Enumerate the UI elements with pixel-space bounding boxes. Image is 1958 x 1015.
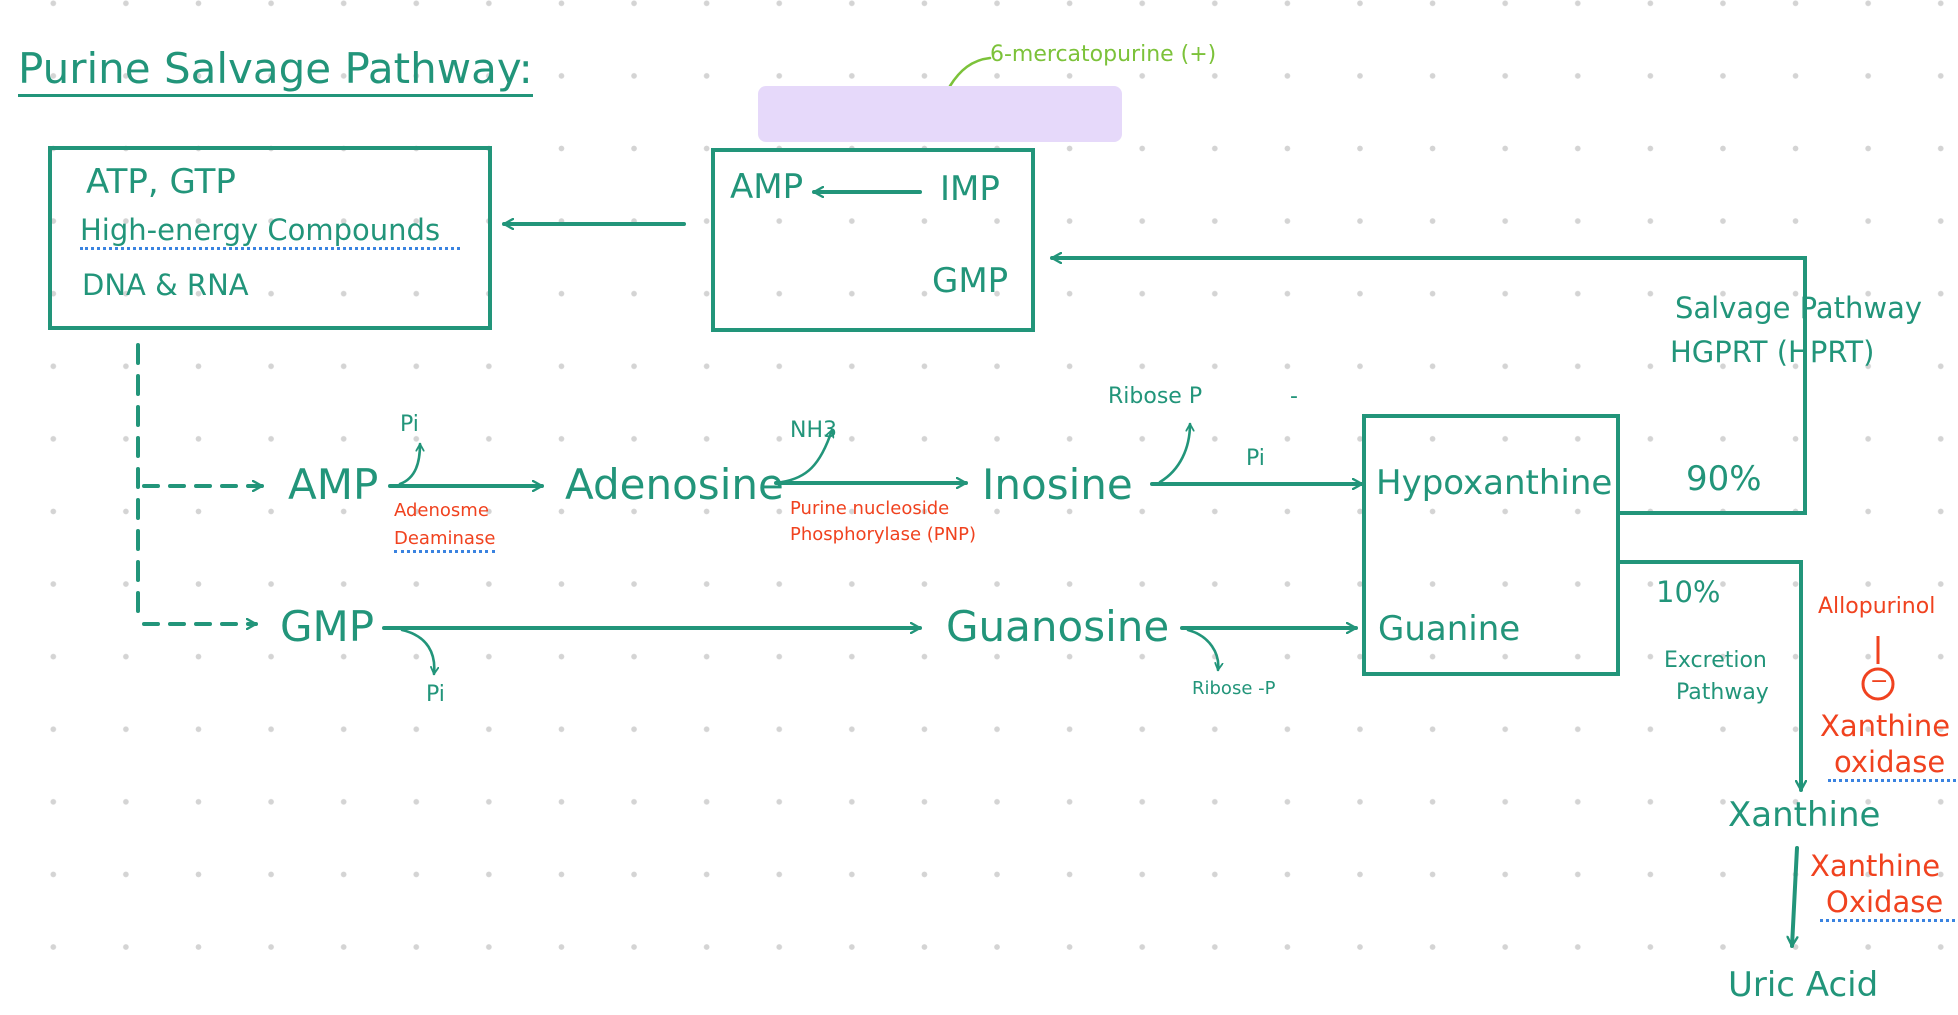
imp-box xyxy=(711,148,1035,332)
node-adenosine: Adenosine xyxy=(565,460,784,509)
curve-nh3 xyxy=(780,428,832,484)
label-ribose-p-bottom: Ribose -P xyxy=(1192,678,1276,699)
label-dash-mark: - xyxy=(1290,384,1298,409)
inhibitor-allopurinol: Allopurinol xyxy=(1818,594,1936,619)
salvage-pathway-label: Salvage Pathway xyxy=(1675,291,1922,325)
node-xanthine: Xanthine xyxy=(1728,795,1881,835)
inhibition-circle xyxy=(1861,667,1895,701)
salvage-percent: 90% xyxy=(1686,459,1762,499)
hgprt-label: HGPRT (HPRT) xyxy=(1670,335,1875,369)
node-guanine: Guanine xyxy=(1378,609,1521,649)
node-gmp: GMP xyxy=(280,602,375,651)
enzyme-adenosine-deaminase-line1: Adenosme xyxy=(394,500,489,521)
label-ribose-p-top: Ribose P xyxy=(1108,384,1203,409)
redacted-label xyxy=(758,86,1122,142)
pool-line-dna-rna: DNA & RNA xyxy=(82,268,249,302)
label-pi-gmp: Pi xyxy=(426,682,445,707)
curve-ribose-p-top xyxy=(1158,422,1190,484)
inhibitor-label: 6-mercatopurine (+) xyxy=(990,42,1217,67)
imp-box-amp: AMP xyxy=(730,167,804,207)
imp-box-imp: IMP xyxy=(940,169,1000,209)
enzyme-xanthine-oxidase-1-line1: Xanthine xyxy=(1820,709,1951,743)
excretion-percent: 10% xyxy=(1656,575,1721,609)
imp-box-gmp: GMP xyxy=(932,261,1009,301)
label-pi-inosine: Pi xyxy=(1246,446,1265,471)
inhibition-minus-sign: − xyxy=(1870,669,1889,694)
node-amp: AMP xyxy=(288,460,379,509)
curve-pi-amp xyxy=(398,442,420,486)
curve-ribose-p-bottom xyxy=(1186,628,1218,672)
pool-line-atp-gtp: ATP, GTP xyxy=(86,162,236,202)
pool-line-high-energy: High-energy Compounds xyxy=(80,216,461,250)
excretion-label: Excretion xyxy=(1664,648,1767,673)
enzyme-pnp-line2: Phosphorylase (PNP) xyxy=(790,524,976,545)
arrow-salvage-return xyxy=(1050,258,1807,515)
page-title: Purine Salvage Pathway: xyxy=(18,48,533,97)
label-pi-amp: Pi xyxy=(400,412,419,437)
arrow-excretion xyxy=(1618,560,1801,792)
enzyme-pnp-line1: Purine nucleoside xyxy=(790,498,950,519)
nucleotide-pool-box xyxy=(48,146,492,330)
curve-pi-gmp xyxy=(400,628,434,676)
node-uric-acid: Uric Acid xyxy=(1728,965,1879,1005)
arrow-xanthine-to-uric-acid xyxy=(1792,846,1799,948)
label-nh3: NH3 xyxy=(790,418,837,443)
enzyme-adenosine-deaminase-line2: Deaminase xyxy=(394,530,496,553)
excretion-pathway-label: Pathway xyxy=(1676,680,1769,705)
node-inosine: Inosine xyxy=(982,460,1133,509)
enzyme-xanthine-oxidase-1-line2: oxidase xyxy=(1828,748,1958,782)
curve-mercaptopurine-pointer xyxy=(948,56,992,88)
node-guanosine: Guanosine xyxy=(946,602,1170,651)
hypoxanthine-guanine-box xyxy=(1362,414,1620,676)
enzyme-xanthine-oxidase-2-line2: Oxidase xyxy=(1820,888,1958,922)
enzyme-xanthine-oxidase-2-line1: Xanthine xyxy=(1810,849,1941,883)
node-hypoxanthine: Hypoxanthine xyxy=(1376,463,1613,503)
